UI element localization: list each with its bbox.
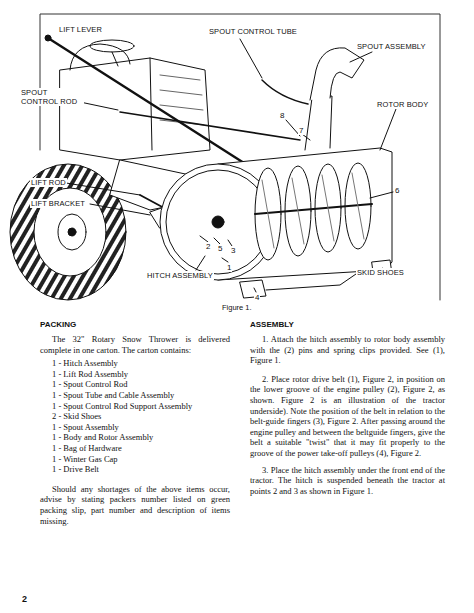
list-item: 1 - Spout Assembly [52,422,119,433]
callout-number: 6 [394,186,400,195]
list-item: 1 - Bag of Hardware [52,443,122,454]
section-heading: PACKING [40,320,76,330]
callout-number: 2 [205,242,211,251]
callout-number: 5 [217,244,223,253]
part-label: LIFT BRACKET [30,199,86,208]
body-text: Should any shortages of the above items … [40,484,230,526]
callout-number: 8 [279,111,285,120]
part-label: SPOUT ASSEMBLY [356,42,427,51]
body-text: The 32" Rotary Snow Thrower is delivered… [40,334,230,355]
part-label: LIFT LEVER [58,25,103,34]
callout-number: 7 [298,126,304,135]
callout-number: 1 [226,263,232,272]
part-label: LIFT ROD [30,178,67,187]
step-text: 2. Place rotor drive belt (1), Figure 2,… [250,374,445,459]
step-text: 3. Place the hitch assembly under the fr… [250,465,445,497]
callout-number: 3 [230,246,236,255]
list-item: 2 - Skid Shoes [52,411,101,422]
list-item: 1 - Drive Belt [52,464,99,475]
list-item: 1 - Winter Gas Cap [52,454,118,465]
part-label: SKID SHOES [356,268,405,277]
page-number: 2 [22,594,27,604]
part-label: ROTOR BODY [376,100,429,109]
list-item: 1 - Hitch Assembly [52,358,118,369]
list-item: 1 - Body and Rotor Assembly [52,432,153,443]
figure-caption: Figure 1. [222,303,252,312]
part-label: SPOUT CONTROL TUBE [208,27,298,36]
list-item: 1 - Lift Rod Assembly [52,369,128,380]
step-text: 1. Attach the hitch assembly to rotor bo… [250,334,445,366]
list-item: 1 - Spout Control Rod [52,379,128,390]
list-item: 1 - Spout Tube and Cable Assembly [52,390,174,401]
part-label: SPOUT CONTROL ROD [20,88,84,106]
section-heading: ASSEMBLY [250,320,294,330]
part-label: HITCH ASSEMBLY [146,271,214,280]
list-item: 1 - Spout Control Rod Support Assembly [52,401,192,412]
callout-number: 4 [254,293,260,302]
